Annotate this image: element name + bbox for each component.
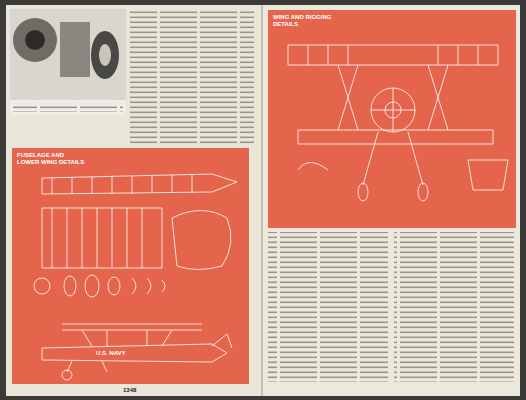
panel-heading: FUSELAGE AND LOWER WING DETAILS xyxy=(15,151,89,166)
page-number: 1348 xyxy=(122,387,137,393)
plan-drawing xyxy=(268,10,516,228)
plan-drawing xyxy=(12,148,249,384)
panel-heading: WING AND RIGGING DETAILS xyxy=(271,13,345,28)
fuselage-marking: U.S. NAVY xyxy=(95,350,127,356)
plan-panel: WING AND RIGGING DETAILS xyxy=(268,10,516,228)
plan-panel: FUSELAGE AND LOWER WING DETAILS xyxy=(12,148,249,384)
